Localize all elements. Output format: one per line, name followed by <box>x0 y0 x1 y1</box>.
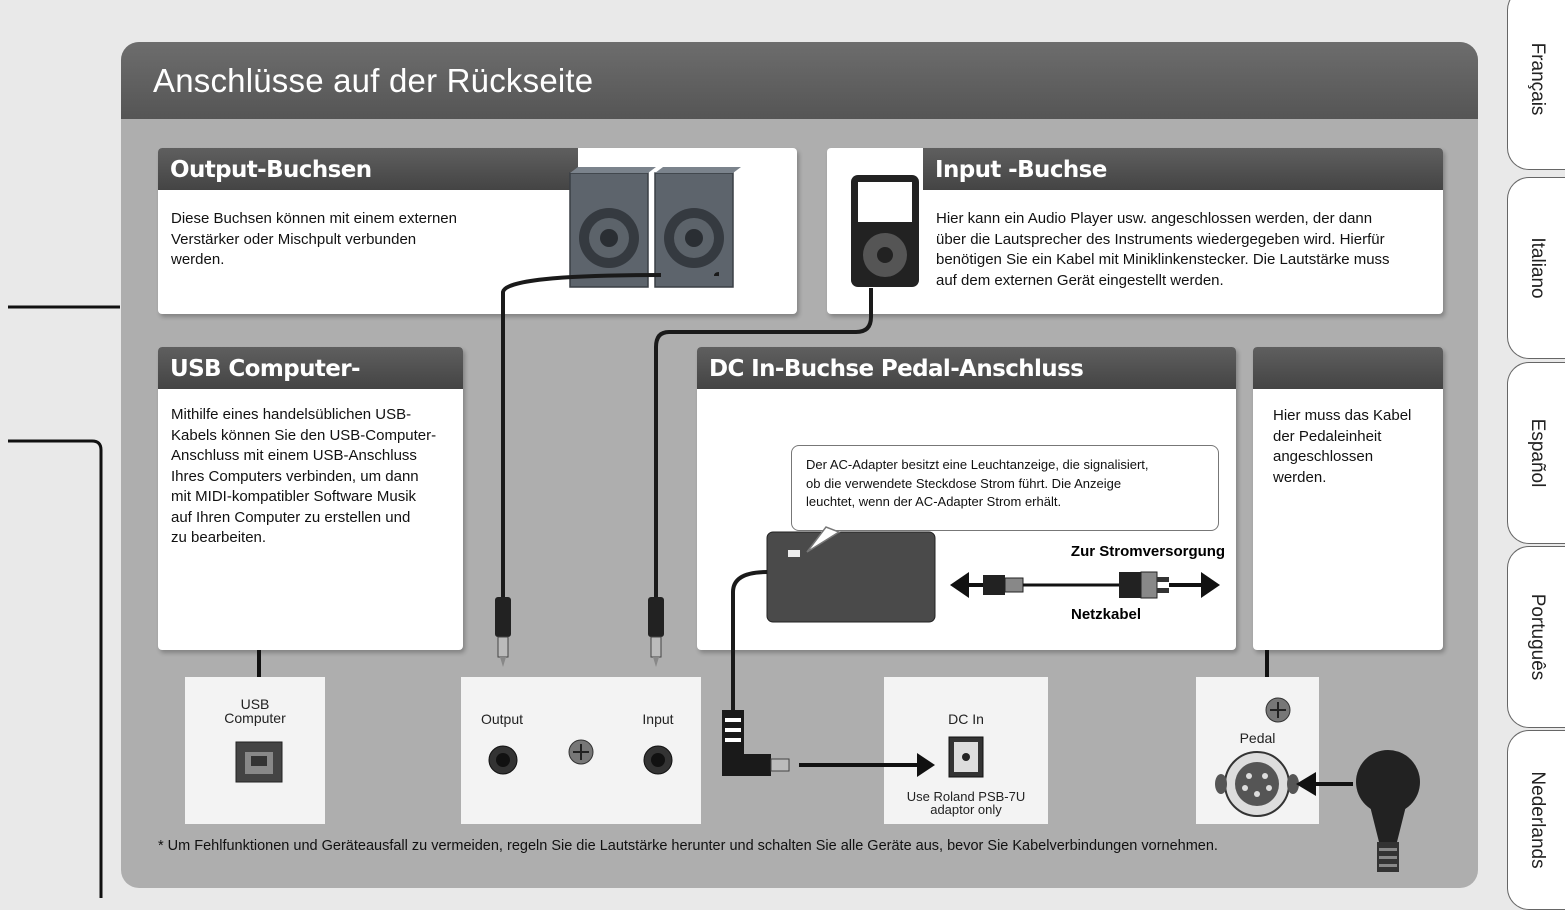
dc-cable <box>731 570 768 714</box>
dc-in-panel: DC In Use Roland PSB-7U adaptor only <box>884 677 1048 824</box>
tab-nederlands[interactable]: Nederlands <box>1507 730 1565 910</box>
output-jack-label: Output <box>480 711 524 727</box>
page-title: Anschlüsse auf der Rückseite <box>153 62 594 99</box>
speakers-icon <box>569 167 741 288</box>
usb-port-label: USB Computer <box>224 696 286 726</box>
usb-port-icon <box>235 741 283 783</box>
input-text: Hier kann ein Audio Player usw. angeschl… <box>936 210 1390 289</box>
pedal-text: Hier muss das Kabel der Pedaleinheit ang… <box>1273 407 1412 486</box>
power-cable-label: Netzkabel <box>1071 606 1141 623</box>
ac-adapter-icon <box>766 526 936 623</box>
power-cable-icon <box>950 571 1220 599</box>
pedal-port-label: Pedal <box>1239 730 1276 746</box>
input-box: Input -Buchse Hier kann ein Audio Player… <box>827 148 1443 314</box>
tab-portugues[interactable]: Português <box>1507 546 1565 728</box>
power-supply-label: Zur Stromversorgung <box>1071 543 1225 560</box>
pedal-jack-icon <box>1215 697 1299 817</box>
tab-francais[interactable]: Français <box>1507 0 1565 170</box>
dc-in-jack-icon <box>948 736 984 778</box>
connection-illustrations: Zur Stromversorgung Netzkabel <box>235 167 1420 872</box>
dc-heading: DC In-Buchse Pedal-Anschluss <box>697 347 1236 389</box>
pedal-plug-icon <box>1356 750 1420 872</box>
pedal-heading-bar <box>1253 347 1443 389</box>
dc-plug-icon <box>722 710 790 776</box>
output-text: Diese Buchsen können mit einem externen … <box>171 210 457 268</box>
usb-heading: USB Computer-Anschluss <box>158 347 463 426</box>
safety-note: * Um Fehlfunktionen und Geräteausfall zu… <box>158 838 1218 854</box>
input-cable <box>654 288 873 602</box>
input-jack-label: Input <box>642 711 674 727</box>
usb-text: Mithilfe eines handelsüblichen USB- Kabe… <box>171 406 437 546</box>
audio-player-icon <box>851 175 919 287</box>
input-plug-icon <box>648 597 664 667</box>
section-header: Anschlüsse auf der Rückseite <box>121 42 1478 119</box>
ac-adapter-callout: Der AC-Adapter besitzt eine Leuchtanzeig… <box>791 445 1219 531</box>
usb-box: USB Computer-Anschluss Mithilfe eines ha… <box>158 347 463 650</box>
output-heading: Output-Buchsen <box>158 148 578 190</box>
left-guide-lines <box>8 305 120 898</box>
input-heading: Input -Buchse <box>923 148 1443 190</box>
pedal-box: Hier muss das Kabel der Pedaleinheit ang… <box>1253 347 1443 650</box>
rear-panel-section: Anschlüsse auf der Rückseite Output-Buch… <box>121 42 1478 888</box>
output-cable <box>501 272 720 602</box>
tab-italiano[interactable]: Italiano <box>1507 177 1565 359</box>
ground-screw-icon <box>568 739 594 765</box>
output-plug-icon <box>495 597 511 667</box>
language-tabs: Français Italiano Español Português Nede… <box>1503 0 1565 910</box>
dc-in-label: DC In <box>948 711 984 727</box>
dc-in-note: Use Roland PSB-7U adaptor only <box>906 789 1026 817</box>
tab-espanol[interactable]: Español <box>1507 362 1565 544</box>
